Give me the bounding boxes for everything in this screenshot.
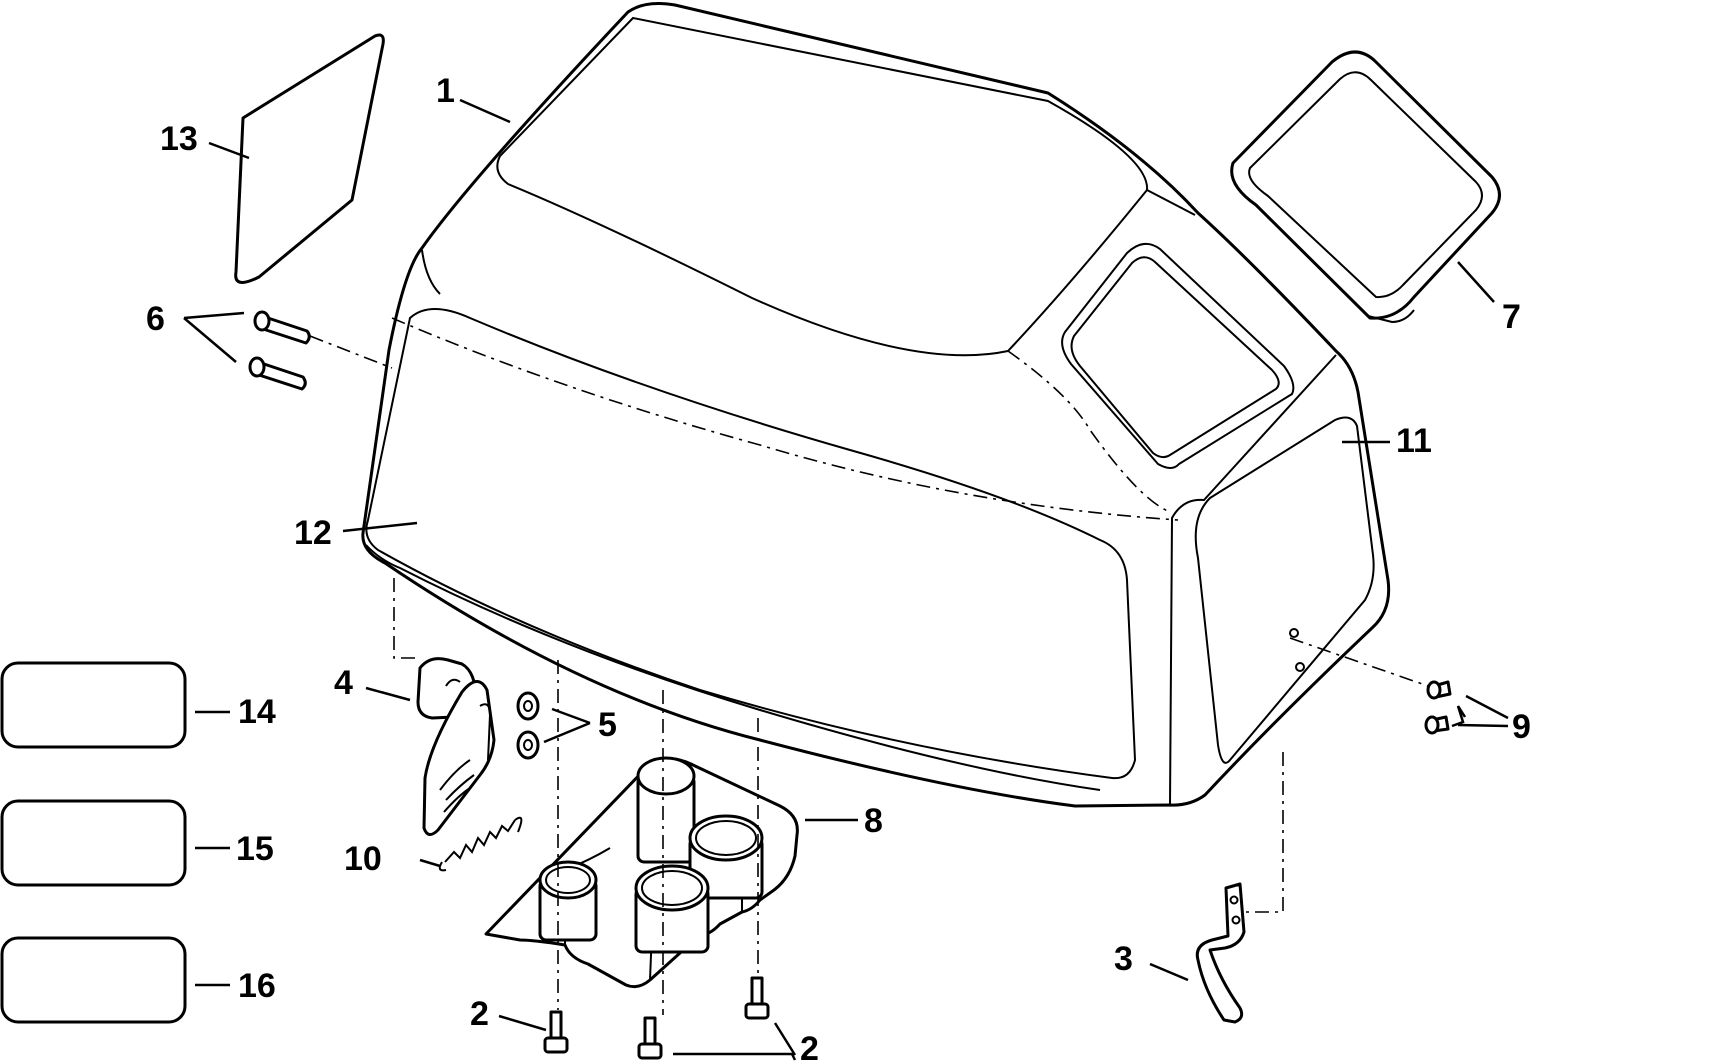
part-4-latch: [416, 657, 496, 836]
part-2-screws: [543, 976, 770, 1060]
part-5-washers: [516, 691, 540, 760]
callout-8: 8: [864, 802, 883, 840]
callout-2-left: 2: [470, 995, 489, 1033]
part-1-engine-cover: [361, 2, 1391, 808]
callout-1: 1: [436, 72, 455, 110]
callout-7: 7: [1502, 298, 1521, 336]
part-10-spring: [438, 816, 523, 872]
callout-6: 6: [146, 300, 165, 338]
part-15-decal: [0, 799, 187, 887]
assembly-lines: [393, 578, 1429, 1015]
part-7-window-seal: [1230, 50, 1501, 324]
callout-16: 16: [238, 967, 276, 1005]
callout-2-right: 2: [800, 1030, 819, 1063]
part-3-hook: [1195, 882, 1246, 1024]
callout-11: 11: [1396, 422, 1432, 460]
callout-5: 5: [598, 706, 617, 744]
part-9-screws: [1424, 680, 1452, 735]
callout-13: 13: [160, 120, 198, 158]
callout-4: 4: [334, 664, 353, 702]
leader-lines: [183, 98, 1509, 1061]
callout-3: 3: [1114, 940, 1133, 978]
callout-9: 9: [1512, 708, 1531, 746]
part-13-decal: [234, 33, 385, 284]
part-14-decal: [0, 661, 187, 749]
part-8-bracket: [484, 756, 799, 989]
part-16-decal: [0, 936, 187, 1024]
callout-15: 15: [236, 830, 274, 868]
part-6-screws: [248, 310, 393, 391]
callout-12: 12: [294, 514, 332, 552]
callout-10: 10: [344, 840, 382, 878]
callouts: 1 13 6 7 11 12 4 5 14 15 16 10 8 9 3 2 2: [146, 72, 1531, 1063]
callout-14: 14: [238, 693, 276, 731]
